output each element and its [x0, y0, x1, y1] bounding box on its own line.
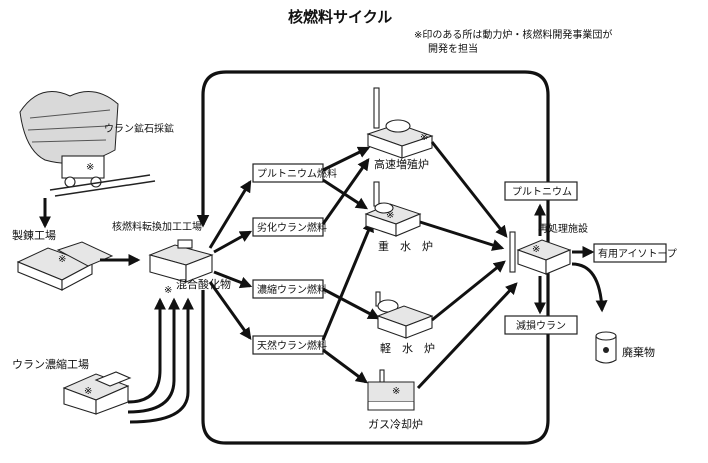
enrichment-building	[62, 371, 132, 415]
note-line-2: 開発を担当	[428, 42, 478, 55]
light-water-label: 軽 水 炉	[380, 342, 435, 355]
uranium-mine-illustration	[19, 91, 156, 197]
arrow-enrichment-1	[127, 297, 166, 404]
fuel-box-depleted	[252, 217, 324, 237]
output-box-depleted-uranium	[504, 315, 578, 335]
arrow-enrichment-3	[129, 297, 194, 424]
arrow-pu-to-fbr	[322, 146, 371, 172]
arrow-fab-to-natural	[208, 281, 252, 340]
reprocessing-label: 再処理施設	[538, 222, 588, 235]
hwr-mark: ※	[386, 210, 394, 221]
waste-drum-icon	[595, 331, 617, 364]
fuel-plutonium-label: プルトニウム燃料	[257, 167, 337, 180]
output-box-isotopes	[593, 243, 667, 263]
arrow-fab-to-depleted	[213, 230, 253, 254]
heavy-water-reactor-building	[364, 181, 422, 237]
output-isotopes-label: 有用アイソトープ	[598, 247, 677, 260]
reprocessing-building	[509, 231, 572, 275]
fbr-mark: ※	[420, 132, 428, 143]
arrow-gcr-to-reprocessing	[416, 282, 518, 390]
arrow-du-to-fbr	[321, 158, 370, 225]
light-water-reactor-building	[375, 291, 434, 339]
mixed-oxide-label: 混合酸化物	[176, 277, 231, 291]
output-box-plutonium	[504, 181, 578, 201]
fuel-box-natural	[252, 335, 324, 355]
fast-breeder-reactor-building	[366, 87, 434, 159]
refinery-building	[16, 241, 114, 291]
gcr-mark: ※	[392, 386, 400, 397]
arrow-eu-to-lwr	[322, 287, 381, 320]
refinery-label: 製錬工場	[12, 228, 56, 242]
note-line-1: ※印のある所は動力炉・核燃料開発事業団が	[414, 28, 612, 41]
enrichment-label: ウラン濃縮工場	[12, 357, 89, 371]
fab-mark: ※	[164, 285, 172, 296]
heavy-water-label: 重 水 炉	[378, 239, 433, 253]
arrow-fab-to-plutonium	[208, 179, 252, 249]
output-plutonium-label: プルトニウム	[512, 186, 572, 198]
reprocessing-mark: ※	[532, 244, 540, 255]
arrow-hwr-to-reprocessing	[419, 220, 505, 251]
fuel-enriched-label: 濃縮ウラン燃料	[257, 283, 327, 296]
fuel-box-plutonium	[252, 163, 324, 183]
gas-cooled-label: ガス冷却炉	[368, 418, 423, 431]
arrow-nu-to-hwr	[321, 219, 374, 341]
mining-mark: ※	[86, 162, 94, 173]
enrichment-mark: ※	[84, 386, 92, 397]
mining-label: ウラン鉱石採鉱	[104, 122, 174, 135]
refinery-mark: ※	[58, 254, 66, 265]
arrow-to-waste	[571, 262, 608, 313]
fuel-fab-building	[148, 239, 214, 283]
arrow-fbr-to-reprocessing	[430, 141, 508, 238]
arrow-nu-to-gcr	[322, 348, 368, 384]
gas-cooled-reactor-building	[367, 369, 415, 411]
page-title: 核燃料サイクル	[288, 8, 392, 26]
fuel-fab-label: 核燃料転換加工工場	[112, 220, 202, 233]
waste-label: 廃棄物	[622, 345, 655, 359]
arrow-enrichment-2	[127, 297, 180, 414]
fuel-depleted-label: 劣化ウラン燃料	[257, 221, 327, 234]
fast-breeder-label: 高速増殖炉	[374, 157, 429, 171]
arrow-fab-to-enriched	[213, 270, 253, 289]
arrow-lwr-to-reprocessing	[431, 260, 506, 322]
output-depleted-uranium-label: 減損ウラン	[516, 319, 566, 332]
fuel-natural-label: 天然ウラン燃料	[257, 339, 327, 352]
